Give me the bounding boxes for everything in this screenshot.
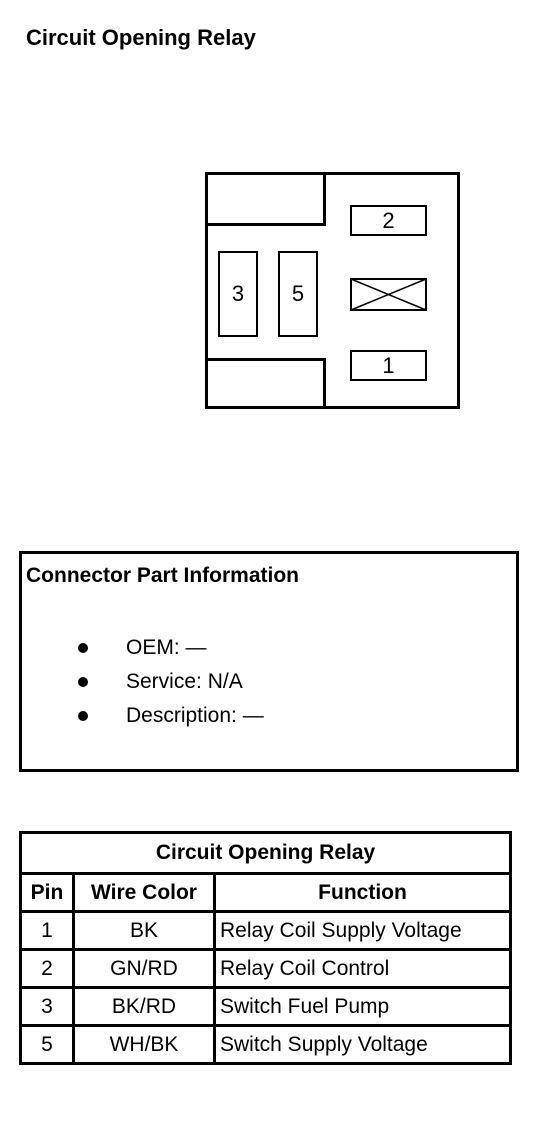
wire-color-cell: BK: [72, 910, 216, 951]
pin-label-2: 2: [382, 207, 395, 233]
bullet-icon: [78, 643, 88, 653]
function-cell: Relay Coil Supply Voltage: [213, 910, 512, 951]
pin-cavity-2: 2: [350, 205, 427, 236]
column-header-function: Function: [213, 872, 512, 913]
pin-cavity-5: 5: [278, 251, 318, 337]
pin-label-3: 3: [231, 281, 245, 306]
wire-color-cell: BK/RD: [72, 986, 216, 1027]
pin-cell: 2: [19, 948, 75, 989]
connector-key-notch-bottom: [205, 358, 326, 409]
pin-cell: 3: [19, 986, 75, 1027]
pin-cavity-1: 1: [350, 350, 427, 381]
part-info-item-description: Description: —: [22, 704, 264, 738]
wire-color-cell: WH/BK: [72, 1024, 216, 1065]
pin-cell: 1: [19, 910, 75, 951]
pin-label-1: 1: [382, 352, 395, 378]
part-info-item-service: Service: N/A: [22, 670, 264, 704]
table-row: 2 GN/RD Relay Coil Control: [19, 948, 512, 989]
pin-label-5: 5: [291, 281, 305, 306]
bullet-icon: [78, 677, 88, 687]
connector-key-notch-top: [205, 172, 326, 226]
table-row: 1 BK Relay Coil Supply Voltage: [19, 910, 512, 951]
part-info-text: OEM: —: [126, 636, 207, 659]
x-crossed-box-icon: [350, 278, 427, 311]
table-caption: Circuit Opening Relay: [19, 831, 512, 875]
part-info-text: Description: —: [126, 704, 264, 727]
part-info-heading: Connector Part Information: [26, 564, 300, 587]
part-info-item-oem: OEM: —: [22, 636, 264, 670]
table-caption-row: Circuit Opening Relay: [19, 831, 512, 875]
function-cell: Switch Fuel Pump: [213, 986, 512, 1027]
pin-cell: 5: [19, 1024, 75, 1065]
function-cell: Relay Coil Control: [213, 948, 512, 989]
pin-cavity-3: 3: [218, 251, 258, 337]
connector-face-diagram: 3 5 2 1: [205, 172, 460, 409]
function-cell: Switch Supply Voltage: [213, 1024, 512, 1065]
bullet-icon: [78, 711, 88, 721]
table-row: 5 WH/BK Switch Supply Voltage: [19, 1024, 512, 1065]
connector-part-info-box: Connector Part Information OEM: — Servic…: [19, 551, 519, 772]
wire-color-cell: GN/RD: [72, 948, 216, 989]
table-header-row: Pin Wire Color Function: [19, 872, 512, 913]
column-header-wire-color: Wire Color: [72, 872, 216, 913]
pinout-table: Circuit Opening Relay Pin Wire Color Fun…: [19, 831, 512, 1065]
part-info-list: OEM: — Service: N/A Description: —: [22, 636, 264, 738]
table-row: 3 BK/RD Switch Fuel Pump: [19, 986, 512, 1027]
page-title: Circuit Opening Relay: [26, 25, 256, 50]
part-info-text: Service: N/A: [126, 670, 243, 693]
column-header-pin: Pin: [19, 872, 75, 913]
